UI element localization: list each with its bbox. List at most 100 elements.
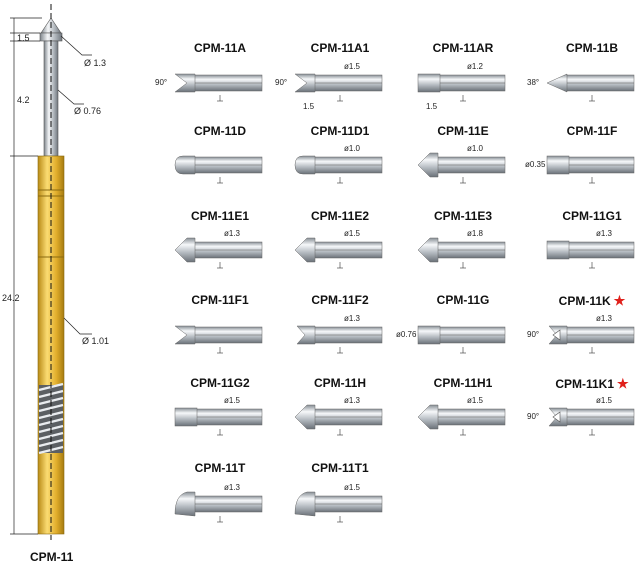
tip-dim-label: 38° [527,78,540,87]
tip-code: CPM-11T [194,461,246,475]
tip-dim-label: 90° [527,412,540,421]
tip-dim-label: 1.5 [426,102,438,111]
tip-code: CPM-11E1 [190,209,250,223]
tip-drawing-cpm-11d1 [294,155,383,184]
tip-dim-label: 90° [155,78,168,87]
tip-title-cpm-11d1: CPM-11D1 [311,124,370,138]
tip-title-cpm-11e2: CPM-11E2 [311,209,369,223]
tip-drawing-cpm-11e3 [417,237,506,269]
tip-title-cpm-11k: CPM-11K★ [559,293,626,309]
tip-dim-label: ø1.3 [344,314,361,323]
tip-code: CPM-11B [565,41,619,55]
tip-dim-label: ø1.0 [344,144,361,153]
tip-code: CPM-11D1 [310,124,370,138]
tip-dim-label: ø1.3 [224,483,241,492]
tip-dim-label: ø1.3 [344,396,361,405]
tip-title-cpm-11g: CPM-11G [437,293,490,307]
star-icon: ★ [617,376,629,391]
tip-drawing-cpm-11h [294,404,383,436]
tip-dim-label: ø1.5 [344,229,361,238]
tip-code: CPM-11E3 [433,209,493,223]
dim-plunger-diameter: Ø 0.76 [74,106,102,116]
tip-code: CPM-11F [566,124,618,138]
tip-drawing-cpm-11h1 [417,404,506,436]
tip-code: CPM-11E2 [310,209,370,223]
tip-code: CPM-11G1 [562,209,622,223]
tip-dim-label: ø1.2 [467,62,484,71]
tip-dim-label: ø1.8 [467,229,484,238]
tip-code: CPM-11AR [432,41,494,55]
tip-dim-label: 90° [527,330,540,339]
tip-drawing-cpm-11t1 [294,491,383,523]
tip-dim-label: ø1.5 [467,396,484,405]
tip-drawing-cpm-11g1 [546,240,635,269]
tip-title-cpm-11k1: CPM-11K1★ [555,376,628,392]
tip-title-cpm-11t1: CPM-11T1 [311,461,368,475]
tip-dim-label: 1.5 [303,102,315,111]
tip-drawing-cpm-11f [546,155,635,184]
probe-title: CPM-11 [30,550,74,564]
tip-drawing-cpm-11a [174,73,263,102]
tip-drawing-cpm-11t [174,491,263,523]
tip-dim-label: ø0.76 [396,330,417,339]
tip-title-cpm-11h1: CPM-11H1 [434,376,493,390]
dim-barrel-diameter: Ø 1.01 [82,336,110,346]
tip-drawing-cpm-11k1 [548,407,635,436]
tip-title-cpm-11f: CPM-11F [567,124,618,138]
tip-code: CPM-11K1 [555,377,615,391]
tip-dim-label: ø1.3 [596,314,613,323]
tip-dim-label: ø1.0 [467,144,484,153]
tip-drawing-cpm-11ar [417,73,506,102]
tip-title-cpm-11e1: CPM-11E1 [191,209,249,223]
tip-drawing-cpm-11e2 [294,237,383,269]
tip-drawing-cpm-11f1 [174,325,263,354]
tip-code: CPM-11F2 [311,293,369,307]
probe-dimension-lines [10,17,92,535]
tip-dim-label: ø1.5 [224,396,241,405]
tip-title-cpm-11h: CPM-11H [314,376,366,390]
tip-title-cpm-11f2: CPM-11F2 [311,293,368,307]
tip-dim-label: ø1.5 [344,62,361,71]
tip-drawing-cpm-11a1 [294,73,383,102]
tip-title-cpm-11f1: CPM-11F1 [191,293,248,307]
tip-code: CPM-11T1 [311,461,369,475]
tip-code: CPM-11A1 [310,41,370,55]
tip-title-cpm-11a1: CPM-11A1 [311,41,370,55]
tip-dim-label: ø1.5 [596,396,613,405]
tip-drawing-cpm-11g2 [174,407,263,436]
tip-title-cpm-11a: CPM-11A [194,41,246,55]
tip-code: CPM-11G2 [190,376,250,390]
tip-code: CPM-11G [436,293,490,307]
tip-code: CPM-11H [313,376,367,390]
tip-code: CPM-11K [558,294,611,308]
tip-drawing-cpm-11k [548,325,635,354]
dim-tip-length: 1.5 [17,33,30,43]
tip-title-cpm-11g1: CPM-11G1 [562,209,621,223]
tip-title-cpm-11t: CPM-11T [195,461,246,475]
tip-title-cpm-11d: CPM-11D [194,124,246,138]
tip-drawing-cpm-11e1 [174,237,263,269]
tip-title-cpm-11e3: CPM-11E3 [434,209,492,223]
tip-dim-label: ø0.35 [525,160,546,169]
tip-dim-label: ø1.5 [344,483,361,492]
tip-code: CPM-11E [437,124,489,138]
tip-code: CPM-11F1 [191,293,249,307]
tip-title-cpm-11b: CPM-11B [566,41,618,55]
tip-dim-label: ø1.3 [596,229,613,238]
dim-overall-length: 24.2 [2,293,20,303]
tip-code: CPM-11D [193,124,247,138]
dim-tip-diameter: Ø 1.3 [84,58,107,68]
probe-barrel [37,155,65,535]
tip-drawing-cpm-11b [546,73,635,102]
tip-dim-label: ø1.3 [224,229,241,238]
dim-plunger-length: 4.2 [17,95,30,105]
tip-code: CPM-11A [193,41,247,55]
tip-drawing-cpm-11g [417,325,506,354]
star-icon: ★ [613,293,626,308]
tip-dim-label: 90° [275,78,288,87]
tip-drawing-cpm-11e [417,152,506,184]
tip-title-cpm-11e: CPM-11E [437,124,488,138]
